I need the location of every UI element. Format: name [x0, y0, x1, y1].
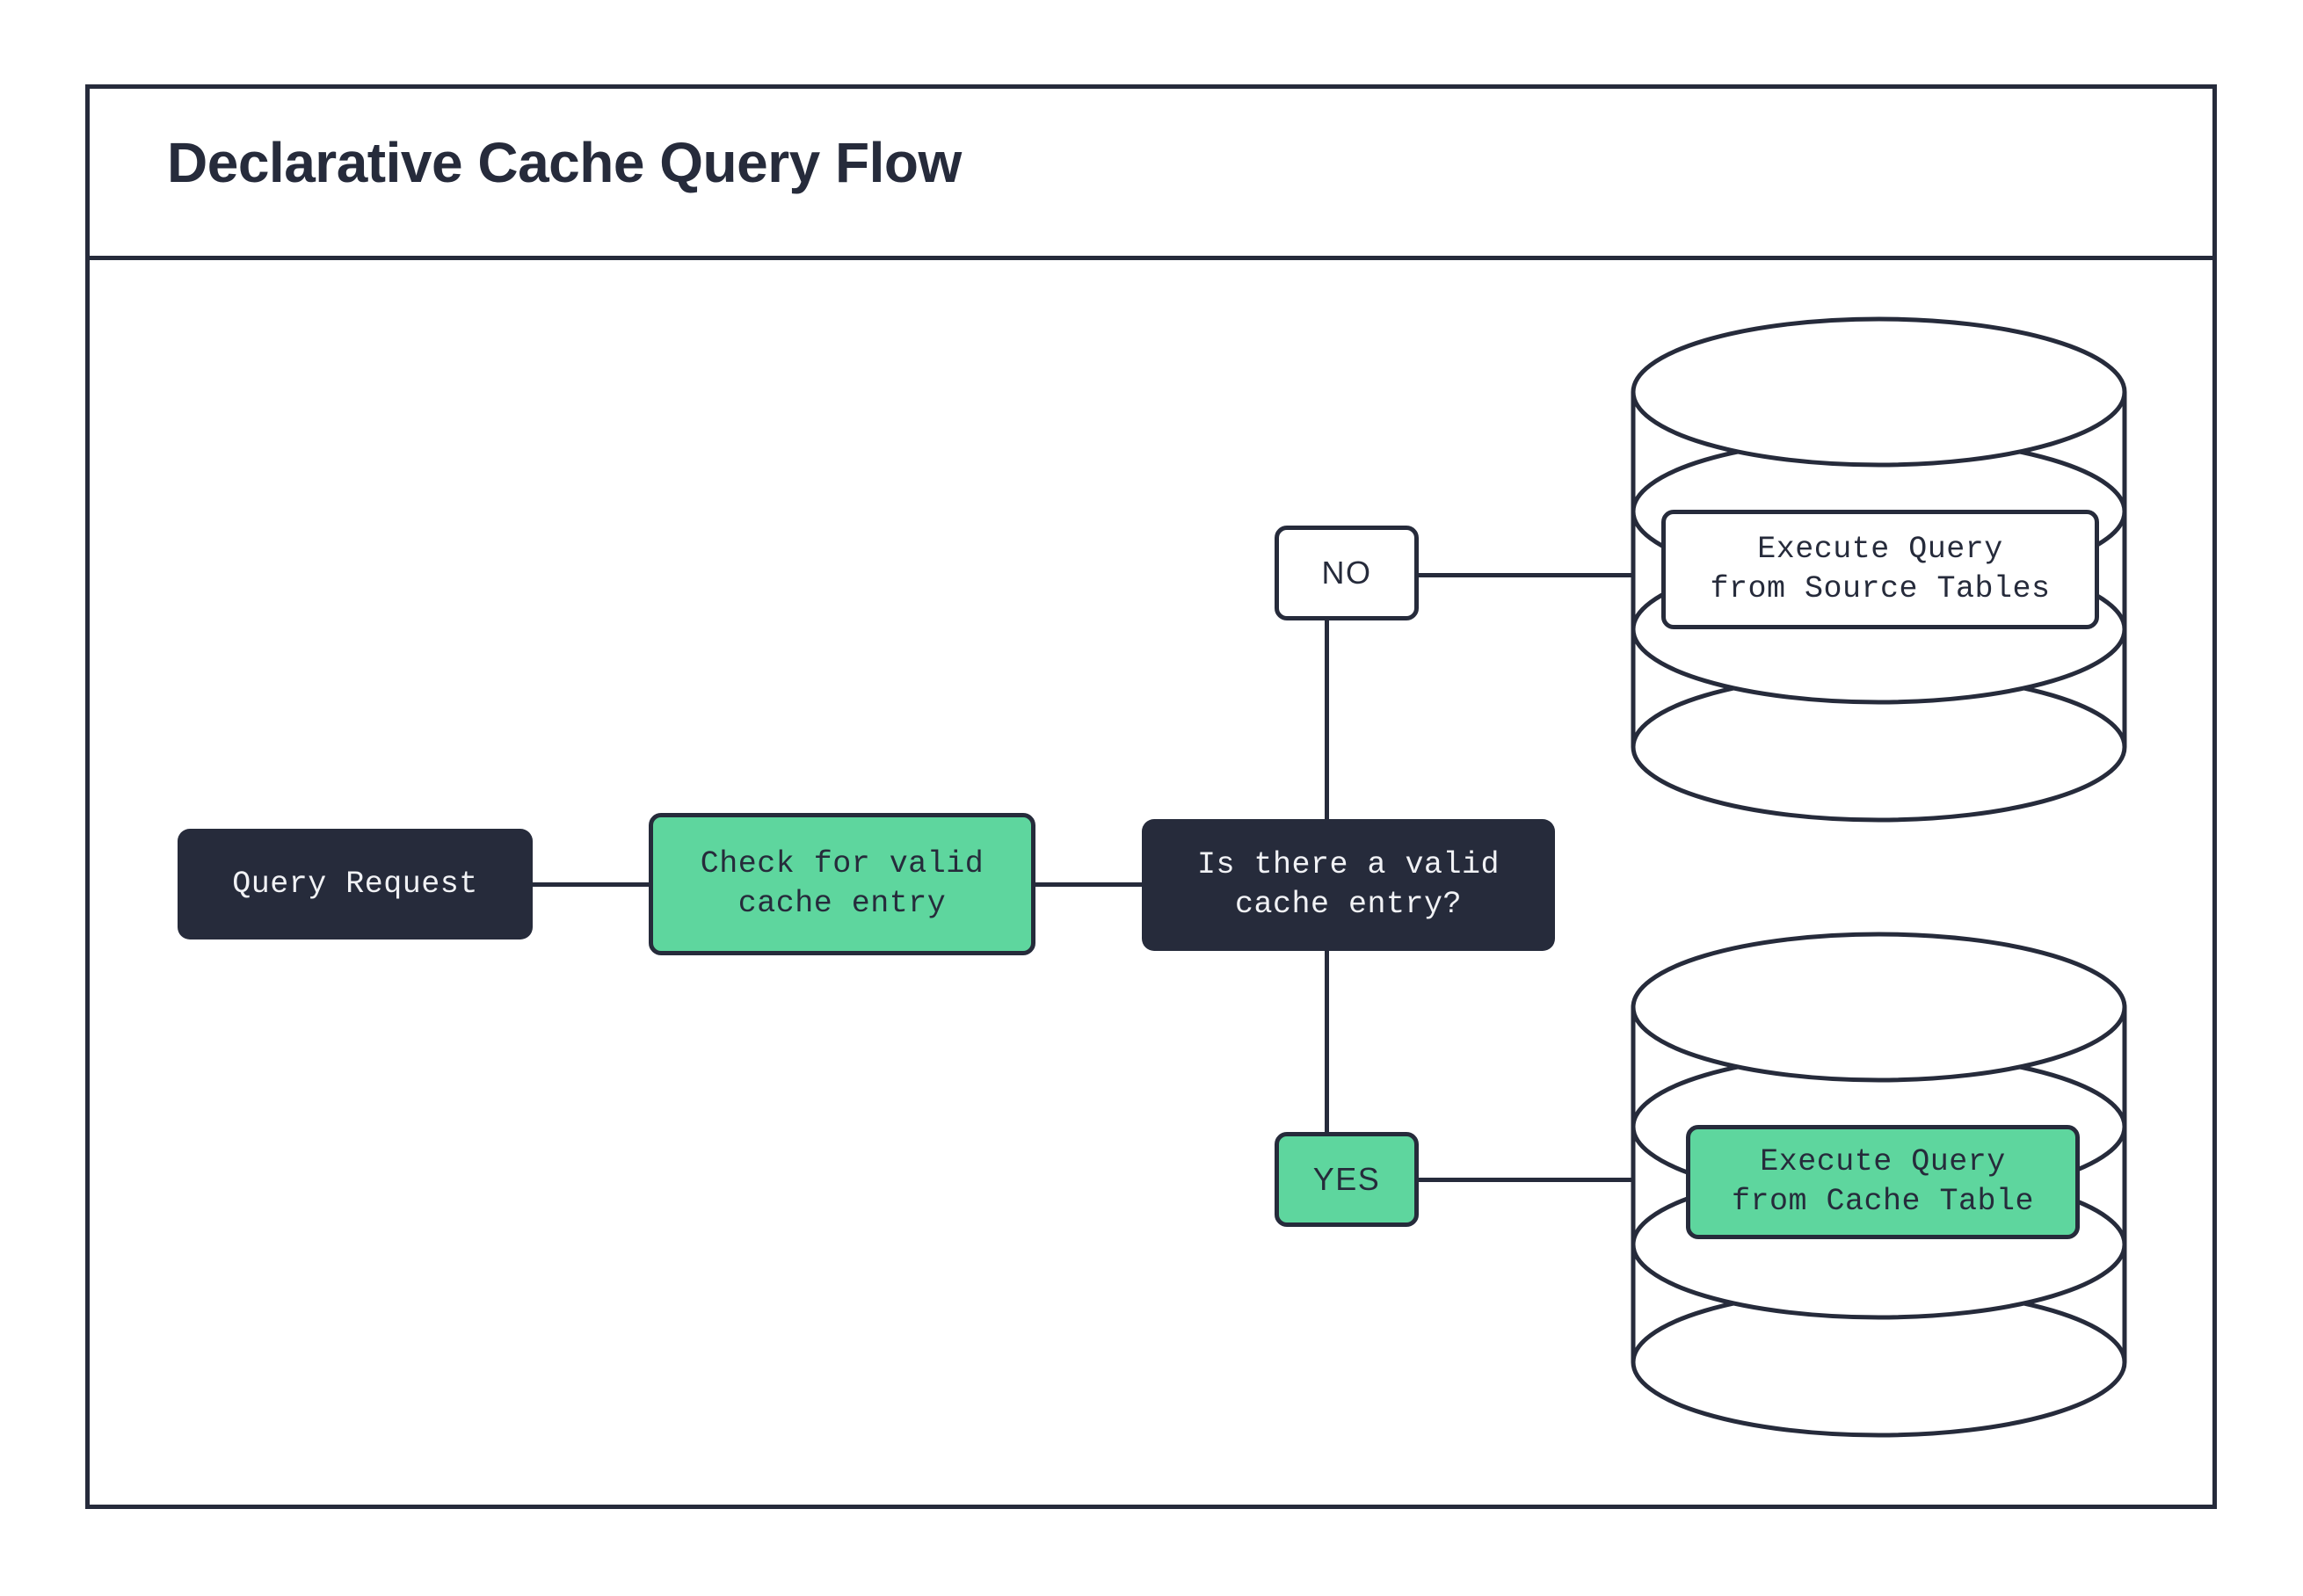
edge-no-to-source-db — [1415, 573, 1635, 577]
branch-label-no[interactable]: NO — [1275, 526, 1419, 620]
node-decision-valid-cache-entry[interactable]: Is there a valid cache entry? — [1142, 819, 1555, 951]
edge-decision-to-no — [1325, 617, 1329, 823]
edge-yes-to-cache-db — [1415, 1178, 1635, 1182]
node-execute-query-from-cache-table[interactable]: Execute Query from Cache Table — [1686, 1125, 2080, 1239]
edge-decision-to-yes — [1325, 947, 1329, 1135]
page-title: Declarative Cache Query Flow — [167, 131, 962, 194]
edge-check-to-decision — [1034, 882, 1145, 887]
branch-label-yes[interactable]: YES — [1275, 1132, 1419, 1227]
node-execute-query-from-source-tables[interactable]: Execute Query from Source Tables — [1661, 510, 2099, 629]
edge-query-request-to-check — [533, 882, 652, 887]
node-query-request[interactable]: Query Request — [178, 829, 533, 939]
diagram-header-divider — [85, 84, 2217, 260]
node-check-for-valid-cache-entry[interactable]: Check for valid cache entry — [649, 813, 1035, 955]
diagram-frame — [85, 84, 2217, 1509]
